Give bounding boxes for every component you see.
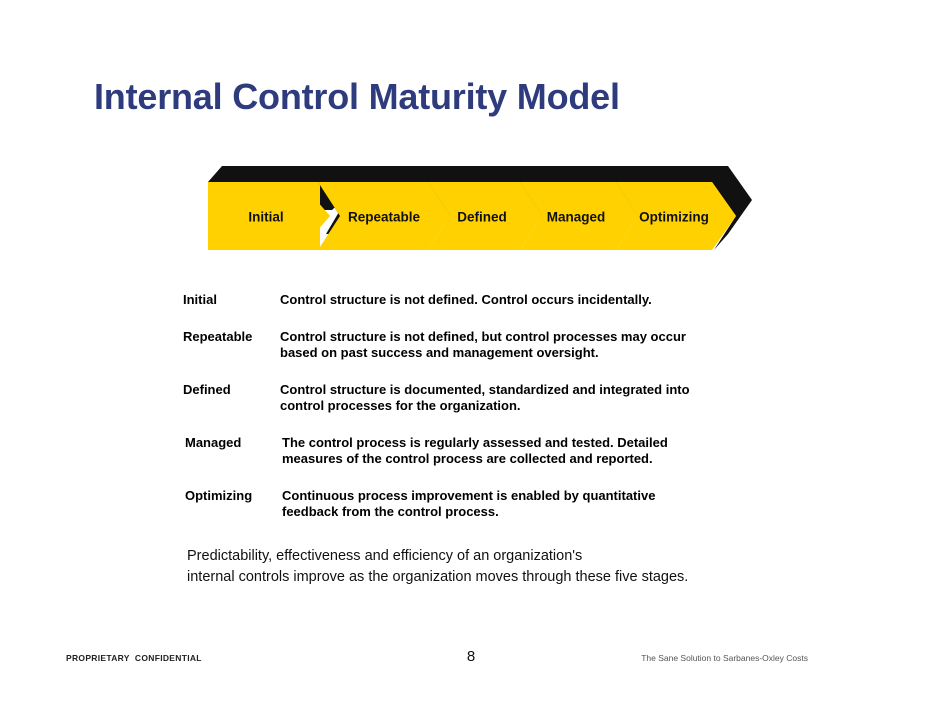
definition-description: Control structure is not defined, but co… bbox=[280, 328, 686, 361]
definition-term: Repeatable bbox=[183, 328, 253, 344]
chevron-stage-2-label: Repeatable bbox=[348, 210, 421, 225]
page-title: Internal Control Maturity Model bbox=[94, 76, 620, 117]
definition-term: Defined bbox=[183, 381, 231, 397]
chevron-stage-1-label: Initial bbox=[248, 210, 283, 225]
footer-page-number: 8 bbox=[466, 648, 476, 665]
summary-paragraph: Predictability, effectiveness and effici… bbox=[187, 548, 689, 585]
chevron-stage-3-label: Defined bbox=[457, 210, 507, 225]
chevron-stage-1[interactable]: Initial bbox=[208, 166, 356, 250]
maturity-definition-list: Initial Control structure is not defined… bbox=[183, 292, 803, 541]
footer-confidentiality-notice: PROPRIETARY CONFIDENTIAL bbox=[66, 653, 202, 663]
chevron-stage-4[interactable]: Managed bbox=[512, 166, 654, 250]
definition-term: Optimizing bbox=[185, 487, 253, 503]
maturity-chevron-diagram: Initial Repeatable Defined Managed bbox=[200, 160, 760, 275]
chevron-stage-4-label: Managed bbox=[547, 210, 606, 225]
chevron-stage-2[interactable]: Repeatable bbox=[310, 166, 466, 250]
definition-row: Repeatable Control structure is not defi… bbox=[183, 329, 803, 362]
definition-description: Control structure is documented, standar… bbox=[280, 381, 690, 414]
definition-description: Continuous process improvement is enable… bbox=[282, 487, 656, 520]
definition-term: Managed bbox=[185, 434, 242, 450]
footer-document-title: The Sane Solution to Sarbanes-Oxley Cost… bbox=[641, 653, 808, 663]
definition-row: Optimizing Continuous process improvemen… bbox=[183, 488, 803, 521]
definition-row: Initial Control structure is not defined… bbox=[183, 292, 803, 309]
definition-row: Defined Control structure is documented,… bbox=[183, 382, 803, 415]
definition-term: Initial bbox=[183, 292, 217, 307]
definition-row: Managed The control process is regularly… bbox=[183, 435, 803, 468]
chevron-stage-5[interactable]: Optimizing bbox=[608, 166, 752, 250]
definition-description: The control process is regularly assesse… bbox=[282, 434, 668, 467]
definition-description: Control structure is not defined. Contro… bbox=[280, 292, 652, 307]
chevron-stage-5-label: Optimizing bbox=[639, 210, 709, 225]
